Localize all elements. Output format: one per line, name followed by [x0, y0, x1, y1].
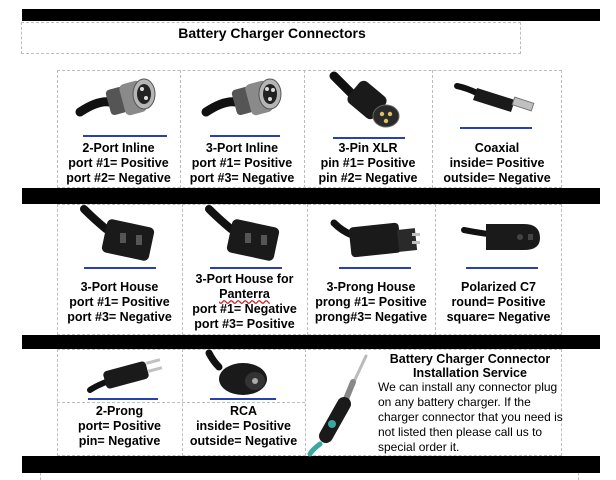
c7-connector-icon [461, 224, 540, 250]
grid-line [57, 402, 305, 403]
connector-spec: pin= Negative [78, 434, 161, 448]
grid-line [305, 349, 306, 456]
connector-caption: 3-Port Inline port #1= Positive port #3=… [180, 141, 304, 186]
page-title: Battery Charger Connectors [178, 25, 366, 41]
connector-spec: outside= Negative [443, 171, 551, 185]
xlr-connector-icon [329, 71, 400, 128]
underline [88, 398, 158, 400]
connector-name: Polarized C7 [460, 280, 537, 294]
connector-name: 3-Prong House [326, 280, 416, 294]
connector-spec: inside= Positive [449, 156, 545, 170]
connector-name: Coaxial [474, 141, 520, 155]
3-prong-house-connector-icon [330, 219, 420, 258]
connector-caption: 3-Port House port #1= Positive port #3= … [57, 280, 182, 325]
connector-spec: pin #2= Negative [318, 171, 418, 185]
panterra-connector-icon [205, 205, 280, 261]
connector-name: 3-Pin XLR [338, 141, 398, 155]
2-prong-connector-icon [87, 358, 163, 393]
connector-caption: Coaxial inside= Positive outside= Negati… [432, 141, 562, 186]
connector-caption: 2-Port Inline port #1= Positive port #2=… [57, 141, 180, 186]
3-port-house-connector-icon [80, 205, 155, 261]
underline [466, 267, 538, 269]
underline [210, 267, 282, 269]
service-title: Battery Charger Connector Installation S… [380, 352, 560, 380]
grid-line [40, 473, 41, 480]
service-title-line: Battery Charger Connector [389, 352, 551, 366]
connector-spec: port #3= Positive [194, 317, 295, 331]
connector-caption: RCA inside= Positive outside= Negative [182, 404, 305, 449]
connector-spec: outside= Negative [189, 434, 298, 448]
underline [83, 135, 167, 137]
coaxial-connector-icon [454, 83, 535, 112]
3-port-inline-connector-icon [201, 78, 282, 117]
grid-line [435, 204, 436, 335]
connector-name: 2-Port Inline [82, 141, 155, 155]
grid-line [432, 70, 433, 188]
grid-line [307, 204, 308, 335]
connector-spec: round= Positive [451, 295, 546, 309]
bottom-bar [22, 456, 600, 473]
connector-spec: prong #1= Positive [315, 295, 427, 309]
underline [84, 267, 156, 269]
connector-name: 3-Port House [80, 280, 159, 294]
connector-spec: port= Positive [77, 419, 161, 433]
grid-line [304, 70, 305, 188]
connector-spec: port #1= Positive [69, 295, 170, 309]
connector-spec: port #1= Positive [68, 156, 169, 170]
soldering-iron-icon [307, 354, 368, 457]
connector-caption: 3-Pin XLR pin #1= Positive pin #2= Negat… [304, 141, 432, 186]
connector-spec: pin #1= Positive [320, 156, 416, 170]
connector-caption: 3-Prong House prong #1= Positive prong#3… [307, 280, 435, 325]
connector-name: 3-Port Inline [205, 141, 279, 155]
connector-spec: port #3= Negative [67, 310, 172, 324]
underline [210, 398, 276, 400]
service-description: We can install any connector plug on any… [378, 380, 563, 454]
divider-bar-1 [22, 188, 600, 204]
grid-line [182, 204, 183, 335]
connector-name: RCA [229, 404, 258, 418]
title-box: Battery Charger Connectors [21, 22, 521, 54]
top-bar [22, 9, 600, 21]
divider-bar-2 [22, 335, 600, 349]
connector-caption: 3-Port House for Panterra port #1= Negat… [182, 272, 307, 332]
connector-name: 3-Port House for [195, 272, 294, 286]
service-title-line: Installation Service [413, 366, 527, 380]
underline [460, 127, 532, 129]
underline [333, 137, 405, 139]
row1-frame [57, 70, 562, 188]
row2-frame [57, 204, 562, 335]
2-port-inline-connector-icon [75, 78, 156, 117]
underline [210, 135, 280, 137]
connector-caption: Polarized C7 round= Positive square= Neg… [435, 280, 562, 325]
grid-line [180, 70, 181, 188]
connector-spec: port #3= Negative [189, 171, 295, 185]
connector-spec: prong#3= Negative [314, 310, 428, 324]
connector-spec: port #1= Negative [192, 302, 297, 316]
connector-spec: inside= Positive [196, 419, 291, 433]
connector-spec: port #2= Negative [66, 171, 171, 185]
connector-spec: port #1= Positive [191, 156, 293, 170]
grid-line [578, 473, 579, 480]
connector-spec: square= Negative [446, 310, 551, 324]
connector-caption: 2-Prong port= Positive pin= Negative [57, 404, 182, 449]
rca-connector-icon [205, 349, 267, 395]
underline [339, 267, 411, 269]
connector-name: 2-Prong [95, 404, 144, 418]
connector-name: Panterra [219, 287, 270, 301]
